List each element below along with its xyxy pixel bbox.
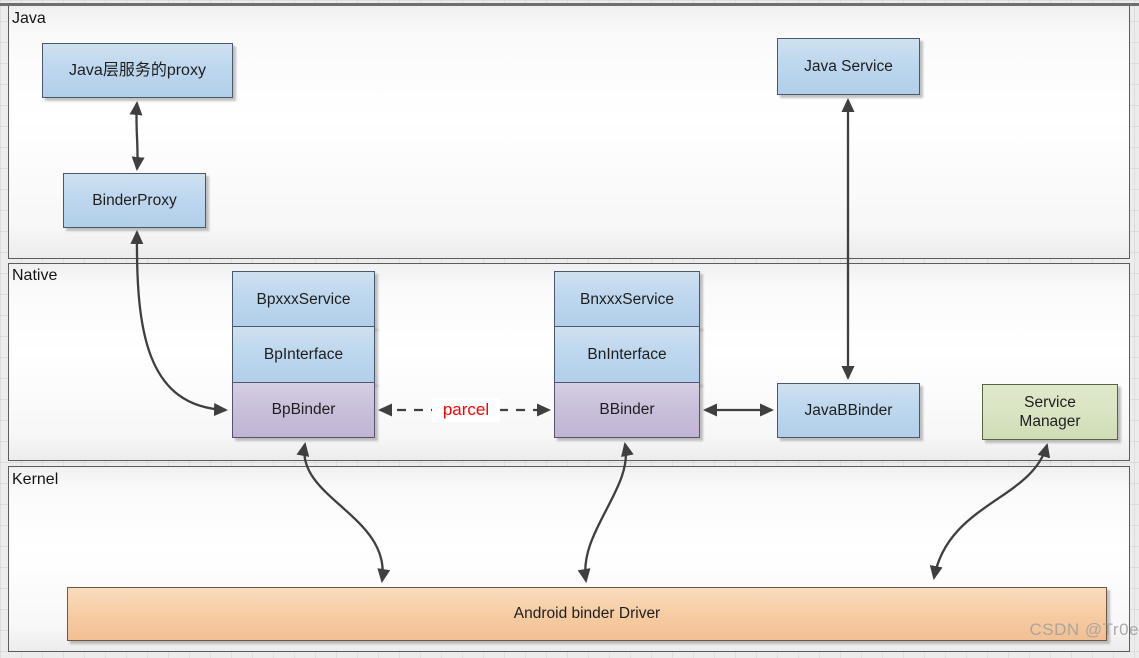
layer-label-kernel: Kernel [12, 471, 59, 488]
watermark: CSDN @Tr0e [1029, 620, 1139, 639]
box-bpbinder: BpBinder [232, 382, 375, 438]
parcel-label: parcel [432, 398, 500, 422]
box-bbinder: BBinder [554, 382, 700, 438]
layer-label-native: Native [12, 267, 58, 284]
box-binderproxy: BinderProxy [63, 173, 206, 228]
box-android-binder-driver: Android binder Driver [67, 587, 1107, 641]
box-bpinterface: BpInterface [232, 326, 375, 384]
box-service-manager: Service Manager [982, 384, 1118, 440]
box-javabbinder: JavaBBinder [777, 383, 920, 438]
box-bnxxxservice: BnxxxService [554, 271, 700, 328]
box-bpxxxservice: BpxxxService [232, 271, 375, 328]
box-java-service: Java Service [777, 38, 920, 95]
box-java-layer-service-proxy: Java层服务的proxy [42, 43, 233, 98]
frame-top-line [0, 3, 1139, 6]
box-bninterface: BnInterface [554, 326, 700, 384]
layer-label-java: Java [12, 10, 46, 27]
